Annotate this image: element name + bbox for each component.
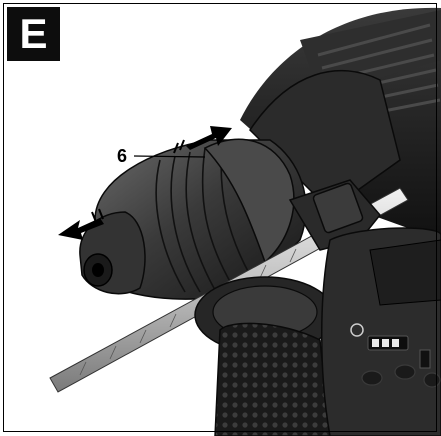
charge-indicator	[350, 323, 431, 369]
power-icon	[350, 323, 364, 337]
push-back-arrow	[173, 126, 232, 154]
callout-leader	[133, 155, 206, 158]
figure-frame	[3, 3, 437, 432]
locking-sleeve	[203, 138, 295, 264]
figure-letter: E	[19, 10, 48, 57]
callout-number: 6	[117, 146, 128, 166]
pull-forward-arrow	[58, 208, 104, 240]
figure-letter-badge: E	[7, 7, 60, 61]
